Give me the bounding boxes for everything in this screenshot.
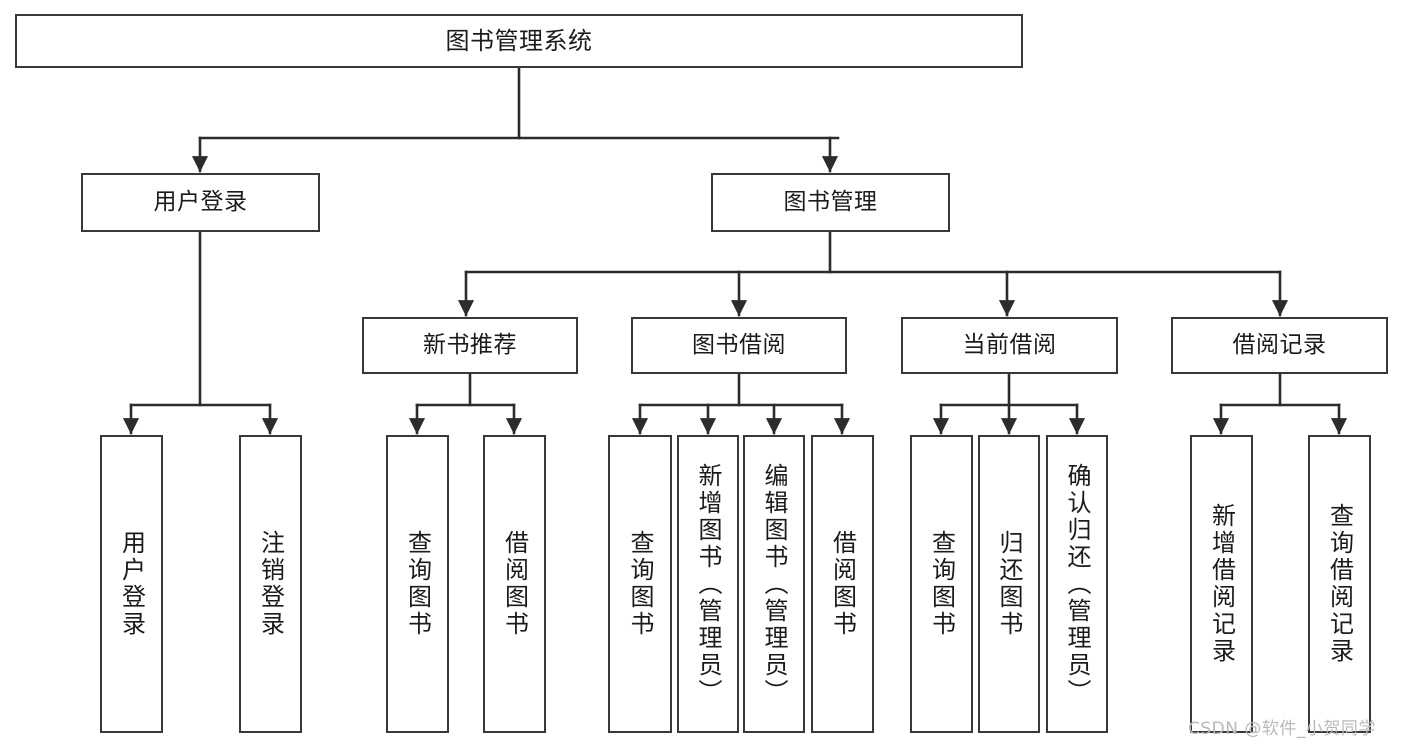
node-label: 借阅图书 [828, 530, 857, 638]
node-label: 查询图书 [403, 530, 432, 638]
node-label: 查询图书 [626, 530, 654, 638]
node-leaf-query-book-recommend[interactable]: 查询图书 [386, 435, 449, 733]
node-label: 确认归还（管理员） [1063, 462, 1091, 706]
node-new-book-recommend[interactable]: 新书推荐 [362, 317, 578, 374]
node-book-management[interactable]: 图书管理 [711, 173, 950, 232]
node-leaf-query-book-borrow[interactable]: 查询图书 [608, 435, 672, 733]
node-current-borrow[interactable]: 当前借阅 [901, 317, 1118, 374]
node-leaf-edit-book-admin[interactable]: 编辑图书（管理员） [743, 435, 805, 733]
node-label: 新增图书（管理员） [694, 462, 722, 706]
node-label: 图书借阅 [692, 331, 786, 358]
node-leaf-borrow-book[interactable]: 借阅图书 [811, 435, 874, 733]
csdn-watermark: CSDN @软件_小贺同学 [1188, 719, 1376, 739]
node-label: 用户登录 [153, 188, 248, 215]
node-label: 借阅图书 [500, 530, 529, 638]
node-user-login[interactable]: 用户登录 [81, 173, 320, 232]
node-label: 借阅记录 [1232, 331, 1327, 358]
node-label: 新书推荐 [423, 331, 517, 358]
node-label: 图书管理系统 [445, 26, 593, 55]
node-leaf-query-borrow-record[interactable]: 查询借阅记录 [1308, 435, 1371, 733]
node-leaf-user-login[interactable]: 用户登录 [100, 435, 163, 733]
node-borrow-record[interactable]: 借阅记录 [1171, 317, 1388, 374]
node-leaf-confirm-return-admin[interactable]: 确认归还（管理员） [1046, 435, 1108, 733]
node-label: 编辑图书（管理员） [760, 462, 788, 706]
node-leaf-add-borrow-record[interactable]: 新增借阅记录 [1190, 435, 1253, 733]
node-leaf-add-book-admin[interactable]: 新增图书（管理员） [677, 435, 739, 733]
node-label: 新增借阅记录 [1207, 503, 1236, 665]
node-label: 查询借阅记录 [1325, 503, 1354, 665]
node-leaf-borrow-book-recommend[interactable]: 借阅图书 [483, 435, 546, 733]
node-label: 注销登录 [256, 530, 285, 638]
node-label: 图书管理 [783, 188, 878, 215]
node-leaf-query-book-current[interactable]: 查询图书 [910, 435, 973, 733]
node-label: 查询图书 [927, 530, 956, 638]
node-label: 归还图书 [995, 530, 1023, 638]
node-root-library-system[interactable]: 图书管理系统 [15, 14, 1023, 68]
node-label: 用户登录 [117, 530, 146, 638]
node-leaf-logout[interactable]: 注销登录 [239, 435, 302, 733]
node-leaf-return-book[interactable]: 归还图书 [978, 435, 1040, 733]
node-label: 当前借阅 [962, 331, 1057, 358]
node-book-borrow[interactable]: 图书借阅 [631, 317, 847, 374]
